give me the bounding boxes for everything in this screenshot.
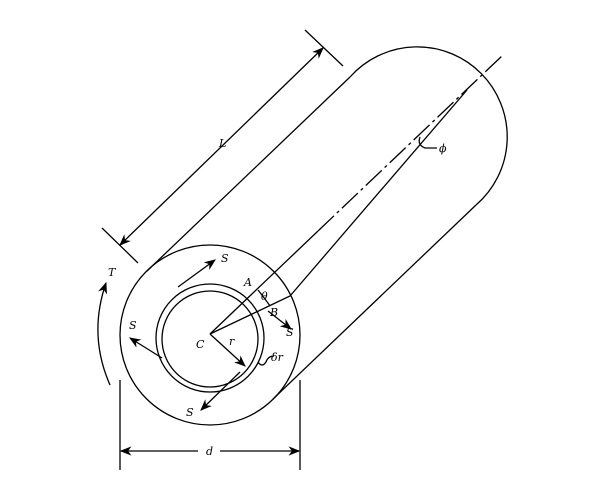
- length-dimension-arrow: [119, 47, 324, 246]
- length-label: L: [218, 137, 226, 150]
- front-face-outer-circle: [119, 244, 301, 426]
- shear-bottom-label: S: [186, 406, 194, 419]
- ring-outer-circle: [155, 283, 265, 393]
- shear-arrow-top: [177, 259, 216, 288]
- generator-line-b: [209, 89, 468, 335]
- shear-right-label: S: [286, 326, 294, 339]
- shear-left-label: S: [129, 319, 137, 332]
- radius-arrow: [209, 333, 246, 367]
- delta-r-leader: [257, 355, 275, 366]
- phi-leader: [418, 136, 437, 149]
- thin-ring: [155, 283, 265, 393]
- center-label: C: [196, 338, 205, 351]
- diameter-label: d: [206, 445, 213, 458]
- theta-arc: [257, 289, 271, 307]
- point-a-label: A: [243, 276, 252, 289]
- torque-label: T: [108, 266, 117, 279]
- ring-inner-circle: [161, 290, 259, 388]
- top-tangent-line: [146, 76, 351, 272]
- shear-arrow-bottom: [200, 371, 241, 411]
- shear-top-label: S: [221, 252, 229, 265]
- torque-arrow: [97, 281, 111, 386]
- ring-thickness-label: δr: [271, 351, 284, 364]
- point-b-label: B: [269, 306, 278, 319]
- length-extension-line-back: [304, 29, 344, 67]
- shear-arrow-right: [267, 310, 292, 330]
- shear-arrow-left: [129, 337, 163, 359]
- centerline-solid: [209, 230, 319, 335]
- back-face-arc: [349, 46, 508, 206]
- theta-label: θ: [261, 290, 268, 303]
- radius-label: r: [229, 335, 235, 348]
- phi-label: ϕ: [439, 142, 447, 155]
- centerline-dashed: [317, 54, 504, 232]
- bottom-tangent-line: [272, 204, 477, 400]
